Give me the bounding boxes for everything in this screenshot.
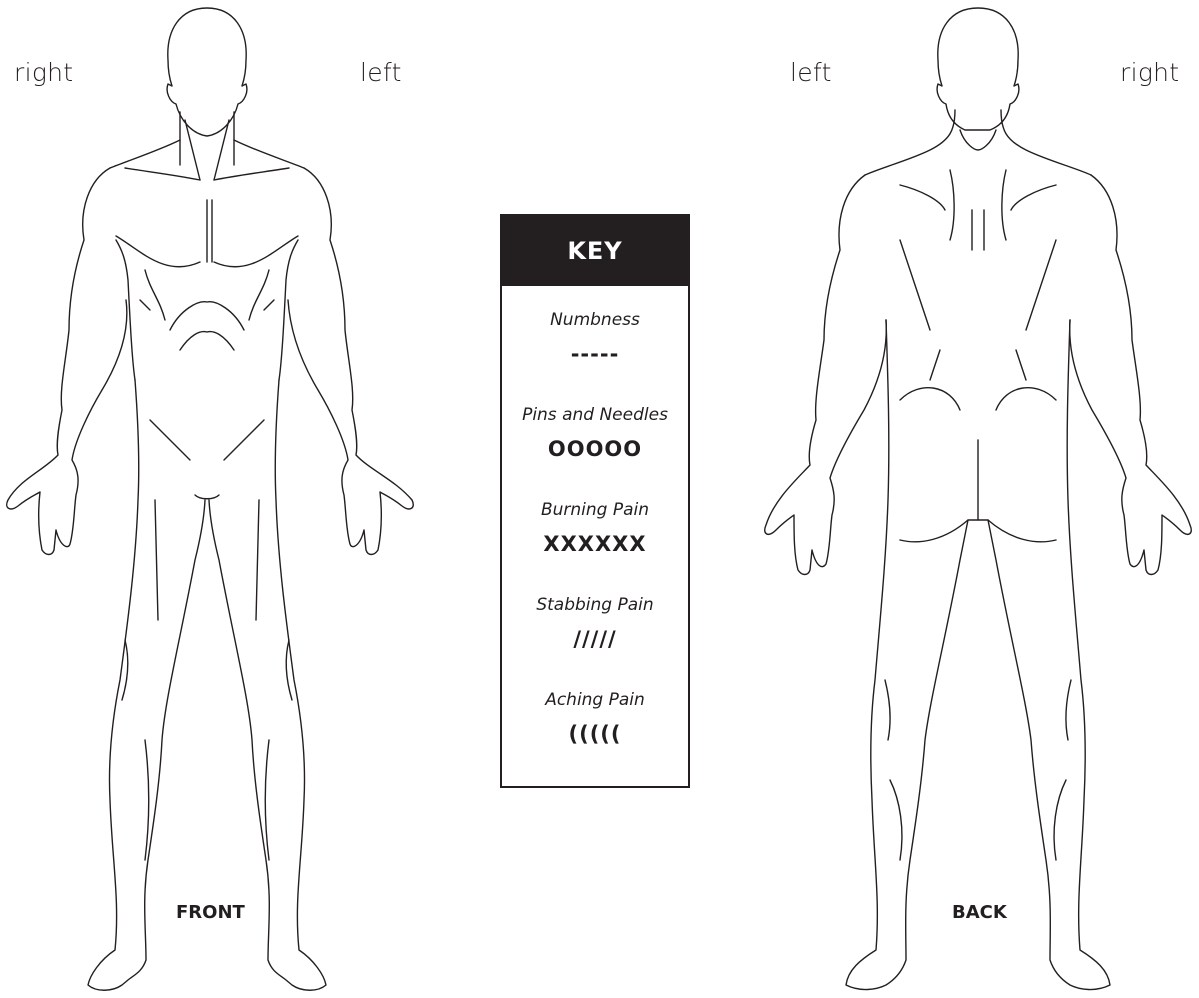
back-head-outline	[937, 8, 1019, 130]
key-symbol: (((((	[502, 722, 688, 746]
back-view-label: BACK	[952, 902, 1007, 923]
front-view-label: FRONT	[176, 902, 245, 923]
key-label: Burning Pain	[502, 476, 688, 520]
front-body-diagram[interactable]	[0, 0, 430, 998]
key-legend: KEY Numbness ----- Pins and Needles OOOO…	[500, 214, 690, 788]
front-head-outline	[167, 8, 247, 136]
key-label: Aching Pain	[502, 666, 688, 710]
key-item-aching-pain: Aching Pain (((((	[502, 666, 688, 761]
key-label: Numbness	[502, 286, 688, 330]
key-title: KEY	[502, 216, 688, 286]
key-item-burning-pain: Burning Pain XXXXXX	[502, 476, 688, 571]
key-symbol: -----	[502, 342, 688, 366]
front-right-side-outline	[7, 168, 127, 555]
key-label: Stabbing Pain	[502, 571, 688, 615]
key-symbol: /////	[502, 627, 688, 651]
key-symbol: OOOOO	[502, 437, 688, 461]
key-item-pins-and-needles: Pins and Needles OOOOO	[502, 381, 688, 476]
front-left-side-outline	[288, 168, 413, 555]
key-item-stabbing-pain: Stabbing Pain /////	[502, 571, 688, 666]
key-symbol: XXXXXX	[502, 532, 688, 556]
key-item-numbness: Numbness -----	[502, 286, 688, 381]
back-body-diagram[interactable]	[760, 0, 1199, 998]
key-label: Pins and Needles	[502, 381, 688, 425]
